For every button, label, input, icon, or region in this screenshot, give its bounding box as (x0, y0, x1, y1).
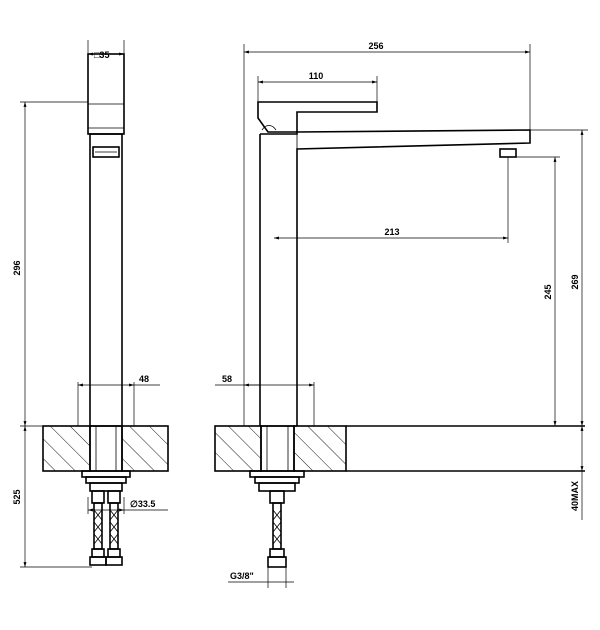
dim-total-height: 296 (12, 260, 22, 275)
countertop-side-right (293, 425, 347, 472)
shank-side (260, 425, 295, 472)
countertop-left (42, 425, 91, 472)
dim-reach: 213 (384, 227, 399, 237)
spout-arm (260, 129, 531, 426)
dim-total-width: 256 (368, 41, 383, 51)
countertop-side-left (214, 425, 262, 472)
front-view: □35 296 48 ∅33.5 525 (12, 40, 169, 568)
handle-lever (257, 101, 378, 133)
dim-spout-square: □35 (94, 50, 109, 60)
shank-front (89, 425, 123, 472)
hose-side (267, 490, 287, 568)
countertop-right (121, 425, 169, 472)
side-view: 256 110 213 245 269 40MAX 58 G3/8" (214, 41, 588, 588)
dim-max-thickness: 40MAX (570, 481, 580, 511)
faucet-body-front (89, 133, 123, 427)
hoses-front (89, 490, 123, 566)
aerator-side (499, 148, 517, 158)
dim-body-height: 269 (570, 274, 580, 289)
dim-thread: G3/8" (230, 571, 254, 581)
dim-below-height: 525 (12, 489, 22, 504)
dim-handle-width: 110 (309, 71, 324, 81)
dim-spout-height: 245 (543, 284, 553, 299)
dim-base-side: 58 (222, 374, 232, 384)
faucet-head-front (87, 53, 125, 135)
aerator-front (92, 146, 120, 158)
dim-hole-dia: ∅33.5 (130, 499, 155, 509)
dim-base-front: 48 (139, 374, 149, 384)
